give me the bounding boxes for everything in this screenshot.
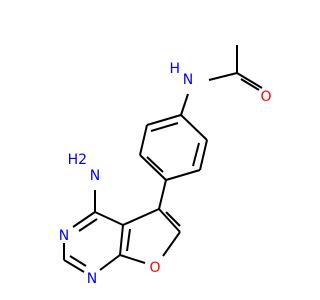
bond-phenyl-inner-b xyxy=(146,156,164,173)
pyrimidine-n1-label: N xyxy=(87,271,97,287)
bond-phenyl-3-4 xyxy=(165,169,201,181)
bond-phenyl-6-1 xyxy=(146,114,182,126)
bond-phenyl-inner-a xyxy=(192,142,200,167)
bond-group xyxy=(63,45,263,273)
bond-c4-n3-inner xyxy=(78,218,98,232)
bond-c3a-c4 xyxy=(94,211,124,226)
bond-phenyl-4-5 xyxy=(139,154,167,181)
bond-phenyl-5-6 xyxy=(139,124,148,156)
bond-o1-c7a xyxy=(119,254,146,264)
amine-nitrogen-label: N xyxy=(90,168,100,184)
bond-c4-n3 xyxy=(72,211,96,228)
molecule-structure-diagram: N H O N H2 N N O xyxy=(59,45,272,287)
bond-phenyl-furan xyxy=(158,179,167,210)
amide-nitrogen-label: N xyxy=(183,72,193,88)
bond-c7a-c3a-inner xyxy=(126,228,131,252)
amine-hydrogen-label: H2 xyxy=(68,152,87,168)
bond-n1-c7a xyxy=(99,254,121,271)
bond-c2-n1 xyxy=(63,259,85,273)
bond-c7a-c3a xyxy=(119,224,124,256)
bond-phenyl-1-2 xyxy=(180,114,208,141)
atom-labels: N H O N H2 N N O xyxy=(59,61,272,287)
bond-carbonyl-nh xyxy=(208,72,238,81)
carbonyl-oxygen-label: O xyxy=(260,89,271,105)
bond-c3a-c3 xyxy=(122,208,160,226)
furan-oxygen-label: O xyxy=(149,260,160,276)
bond-phenyl-inner-c xyxy=(150,122,179,132)
bond-carbonyl-oxygen-1 xyxy=(236,72,263,89)
amide-hydrogen-label: H xyxy=(169,61,180,77)
bond-c2-n1-inner xyxy=(69,255,87,267)
bond-carbonyl-oxygen-2 xyxy=(240,78,260,91)
bond-nh-phenyl xyxy=(180,93,189,116)
bond-c2-c3-double xyxy=(165,211,181,227)
bond-c2-o1 xyxy=(162,231,181,257)
pyrimidine-n3-label: N xyxy=(59,228,69,244)
bond-c3-c2 xyxy=(158,208,181,233)
bond-phenyl-2-3 xyxy=(199,139,208,171)
